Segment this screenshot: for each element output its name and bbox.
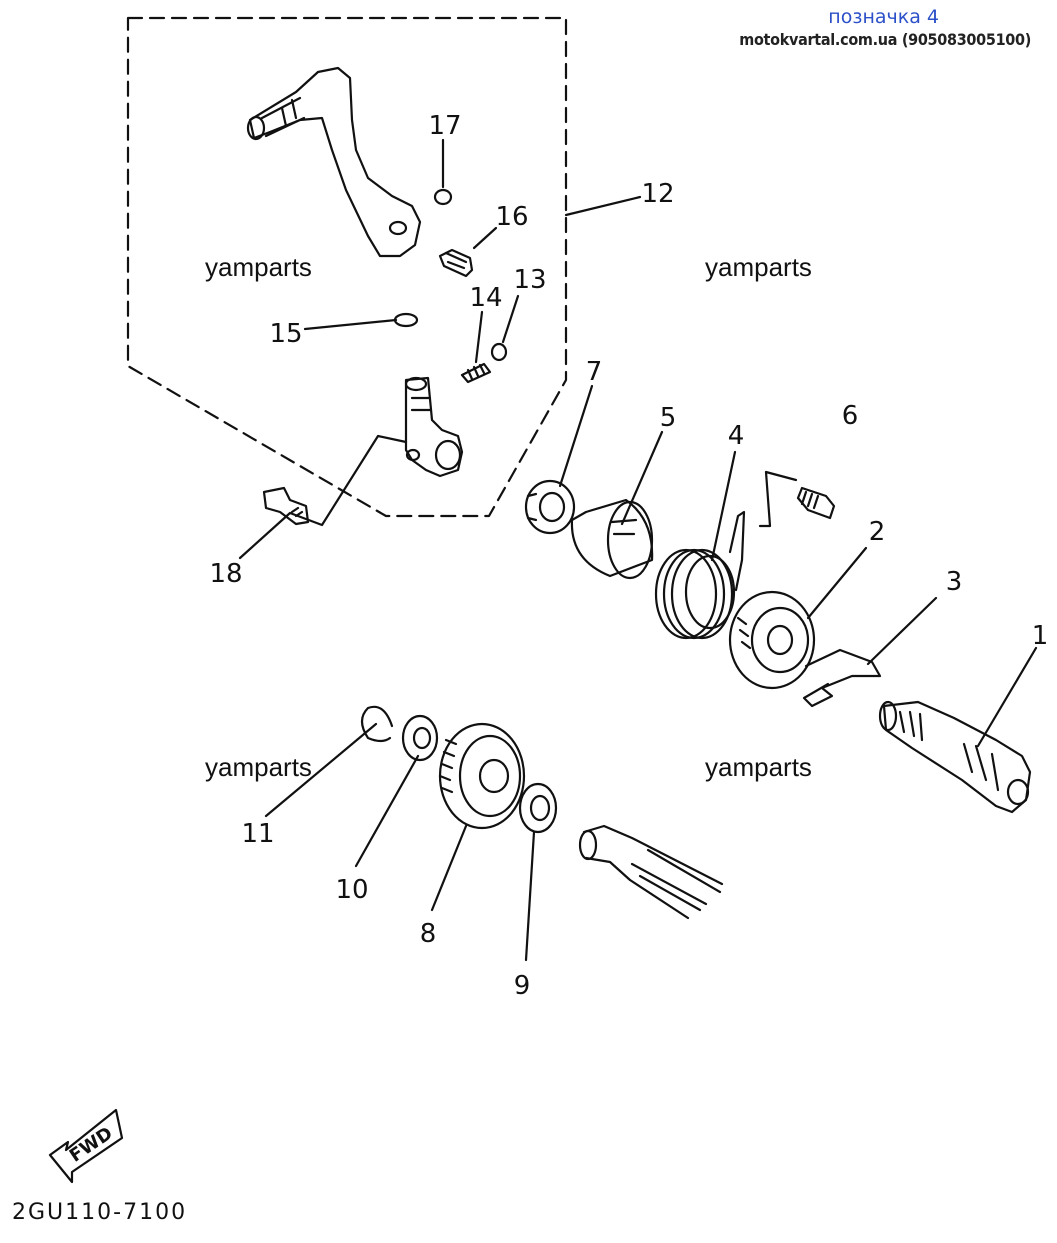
leader-6 xyxy=(758,470,798,528)
callout-16: 16 xyxy=(495,202,528,232)
kick-axle-part xyxy=(578,824,724,920)
watermark: yamparts xyxy=(705,752,812,782)
clip-part-3 xyxy=(802,648,882,708)
fwd-arrow-icon xyxy=(48,1108,124,1184)
callout-1: 1 xyxy=(1032,621,1049,651)
kick-shaft-part-1 xyxy=(878,700,1032,814)
bearing-part-7 xyxy=(524,479,576,535)
leader-7 xyxy=(558,384,594,488)
washer-part-10 xyxy=(401,714,439,762)
leader-15 xyxy=(303,318,398,331)
callout-7: 7 xyxy=(586,357,603,387)
bolt-part-18 xyxy=(262,486,310,526)
watermark: yamparts xyxy=(705,252,812,282)
bolt-part-16 xyxy=(438,248,474,278)
leader-1 xyxy=(976,646,1038,748)
leader-11 xyxy=(264,722,378,818)
watermark: yamparts xyxy=(205,252,312,282)
diagram-code: 2GU110-7100 xyxy=(12,1200,188,1225)
callout-2: 2 xyxy=(869,517,886,547)
callout-10: 10 xyxy=(335,875,368,905)
callout-14: 14 xyxy=(469,283,502,313)
callout-11: 11 xyxy=(241,819,274,849)
kick-gear-part-8 xyxy=(438,722,526,830)
assembly-boundary xyxy=(126,16,568,518)
circlip-part-11 xyxy=(360,705,394,743)
leader-8 xyxy=(430,824,468,912)
leader-5 xyxy=(620,430,664,526)
pin-part-6 xyxy=(796,486,836,520)
callout-17: 17 xyxy=(428,111,461,141)
clip-part-15 xyxy=(393,312,419,328)
callout-12: 12 xyxy=(641,179,674,209)
lever-boss-part xyxy=(404,376,464,478)
callout-13: 13 xyxy=(513,265,546,295)
callout-5: 5 xyxy=(660,403,677,433)
spring-part-14 xyxy=(460,362,492,384)
callout-6: 6 xyxy=(842,401,859,431)
callout-15: 15 xyxy=(269,319,302,349)
header-site: motokvartal.com.ua (905083005100) xyxy=(739,30,1031,49)
leader-18 xyxy=(238,434,408,560)
ball-part-13 xyxy=(490,342,508,362)
leader-12 xyxy=(564,195,642,217)
callout-18: 18 xyxy=(209,559,242,589)
header-mark: позначка 4 xyxy=(828,6,939,28)
torsion-spring-part-4 xyxy=(654,510,746,640)
callout-4: 4 xyxy=(728,421,745,451)
leader-2 xyxy=(806,546,868,620)
leader-13 xyxy=(501,294,520,344)
leader-9 xyxy=(524,830,536,962)
ball-part-17 xyxy=(433,188,453,206)
ratchet-wheel-part-2 xyxy=(728,590,816,690)
leader-4 xyxy=(710,450,737,562)
collar-part-5 xyxy=(570,498,654,580)
leader-3 xyxy=(866,596,938,666)
watermark: yamparts xyxy=(205,752,312,782)
kick-lever-part xyxy=(246,66,422,258)
callout-8: 8 xyxy=(420,919,437,949)
leader-14 xyxy=(474,310,484,364)
leader-16 xyxy=(472,226,498,250)
washer-part-9 xyxy=(518,782,558,834)
callout-3: 3 xyxy=(946,567,963,597)
leader-10 xyxy=(354,754,420,868)
callout-9: 9 xyxy=(514,971,531,1001)
